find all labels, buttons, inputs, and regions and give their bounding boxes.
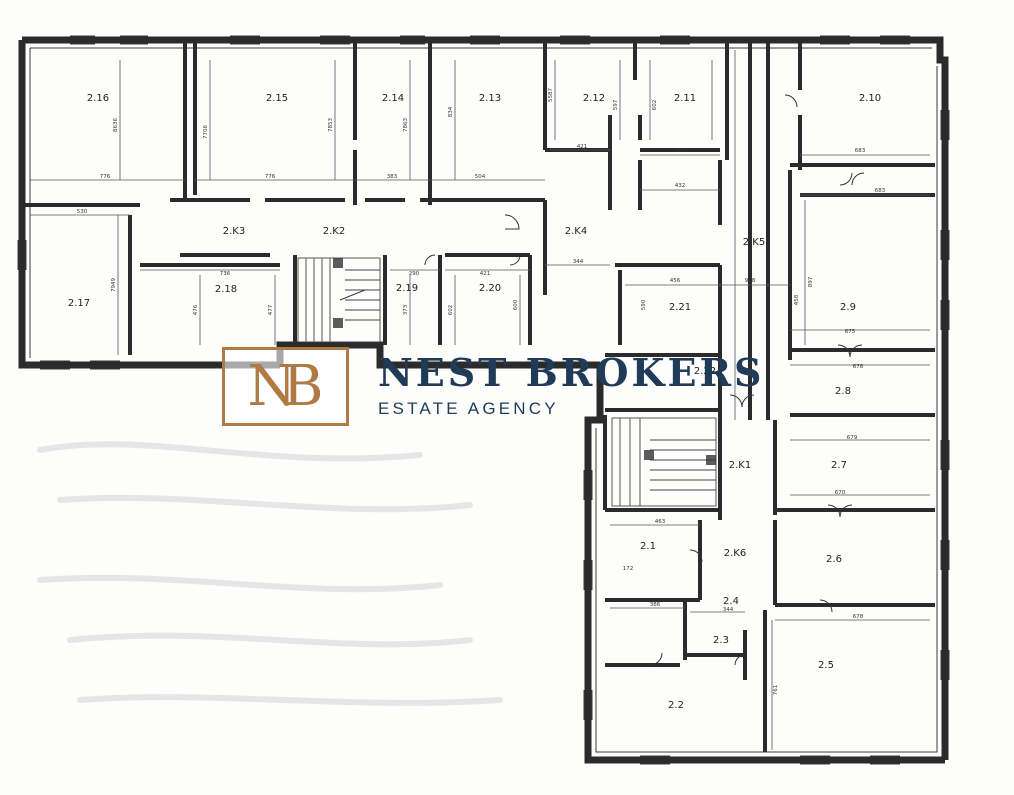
staircase-north	[297, 257, 381, 343]
staircase-south	[611, 417, 717, 507]
room-label-2-10: 2.10	[859, 93, 881, 104]
dim-label: 421	[577, 144, 588, 150]
room-label-2-22: 2.22	[694, 366, 716, 377]
dim-label: 456	[670, 278, 681, 284]
brand-logo-monogram: NB	[222, 347, 349, 426]
dim-label: 683	[875, 188, 886, 194]
room-label-2-k4: 2.K4	[565, 226, 587, 237]
dimension-labels: 776 776 383 504 421 417 432 683 683 530 …	[77, 88, 886, 696]
room-label-2-k5: 2.K5	[743, 237, 765, 248]
windows	[17, 35, 950, 765]
dim-label: 344	[723, 607, 734, 613]
dim-label: 504	[475, 174, 486, 180]
room-label-2-6: 2.6	[826, 554, 842, 565]
room-label-2-k1: 2.K1	[729, 460, 751, 471]
dim-label: 597	[613, 99, 619, 110]
dim-label: 386	[650, 602, 661, 608]
dim-label: 5587	[548, 88, 554, 102]
dim-label: 290	[409, 271, 420, 277]
room-label-2-7: 2.7	[831, 460, 847, 471]
room-label-2-14: 2.14	[382, 93, 404, 104]
dim-label: 383	[387, 174, 398, 180]
dim-label: 670	[835, 490, 846, 496]
dim-label: 7863	[403, 118, 409, 132]
dim-label: 736	[220, 271, 231, 277]
dimension-lines	[30, 50, 930, 750]
dim-label: 7706	[203, 125, 209, 139]
dim-label: 678	[853, 614, 864, 620]
room-label-2-19: 2.19	[396, 283, 418, 294]
dim-label: 463	[655, 519, 666, 525]
dim-label: 172	[623, 566, 634, 572]
dim-label: 344	[573, 259, 584, 265]
room-label-2-2: 2.2	[668, 700, 684, 711]
dim-label: 897	[808, 276, 814, 287]
room-label-2-4: 2.4	[723, 596, 739, 607]
room-label-2-16: 2.16	[87, 93, 109, 104]
dim-label: 432	[675, 183, 686, 189]
room-label-2-20: 2.20	[479, 283, 501, 294]
dim-label: 948	[745, 278, 756, 284]
room-label-2-k6: 2.K6	[724, 548, 746, 559]
dim-label: 678	[853, 364, 864, 370]
room-label-2-13: 2.13	[479, 93, 501, 104]
dim-label: 683	[855, 148, 866, 154]
dim-label: 8636	[113, 118, 119, 132]
dim-label: 477	[268, 304, 274, 315]
room-label-2-8: 2.8	[835, 386, 851, 397]
dim-label: 602	[652, 100, 658, 111]
room-label-2-5: 2.5	[818, 660, 834, 671]
dim-label: 7949	[111, 278, 117, 292]
dim-label: 530	[77, 209, 88, 215]
dim-label: 679	[847, 435, 858, 441]
room-label-2-k2: 2.K2	[323, 226, 345, 237]
room-label-2-k3: 2.K3	[223, 226, 245, 237]
room-label-2-3: 2.3	[713, 635, 729, 646]
dim-label: 458	[794, 294, 800, 305]
background-notes	[37, 441, 503, 706]
dim-label: 776	[265, 174, 276, 180]
dim-label: 776	[100, 174, 111, 180]
dim-label: 761	[773, 685, 779, 696]
dim-label: 600	[513, 299, 519, 310]
interior-walls	[22, 40, 935, 752]
room-label-2-9: 2.9	[840, 302, 856, 313]
dim-label: 417	[677, 148, 688, 154]
room-label-2-15: 2.15	[266, 93, 288, 104]
room-label-2-18: 2.18	[215, 284, 237, 295]
doors	[424, 94, 865, 666]
room-label-2-21: 2.21	[669, 302, 691, 313]
room-labels: 2.16 2.15 2.14 2.13 2.12 2.11 2.10 2.17 …	[68, 93, 881, 711]
brand-tagline: ESTATE AGENCY	[378, 399, 559, 418]
dim-label: 675	[845, 329, 856, 335]
dim-label: 373	[403, 304, 409, 315]
dim-label: 834	[448, 106, 454, 117]
room-label-2-17: 2.17	[68, 298, 90, 309]
room-label-2-1: 2.1	[640, 541, 656, 552]
dim-label: 421	[480, 271, 491, 277]
dim-label: 590	[641, 299, 647, 310]
brand-name: NEST BROKERS	[378, 350, 765, 395]
dim-label: 476	[193, 304, 199, 315]
brand-monogram-text: NB	[247, 353, 323, 419]
dim-label: 602	[448, 305, 454, 316]
room-label-2-11: 2.11	[674, 93, 696, 104]
room-label-2-12: 2.12	[583, 93, 605, 104]
dim-label: 7853	[328, 118, 334, 132]
